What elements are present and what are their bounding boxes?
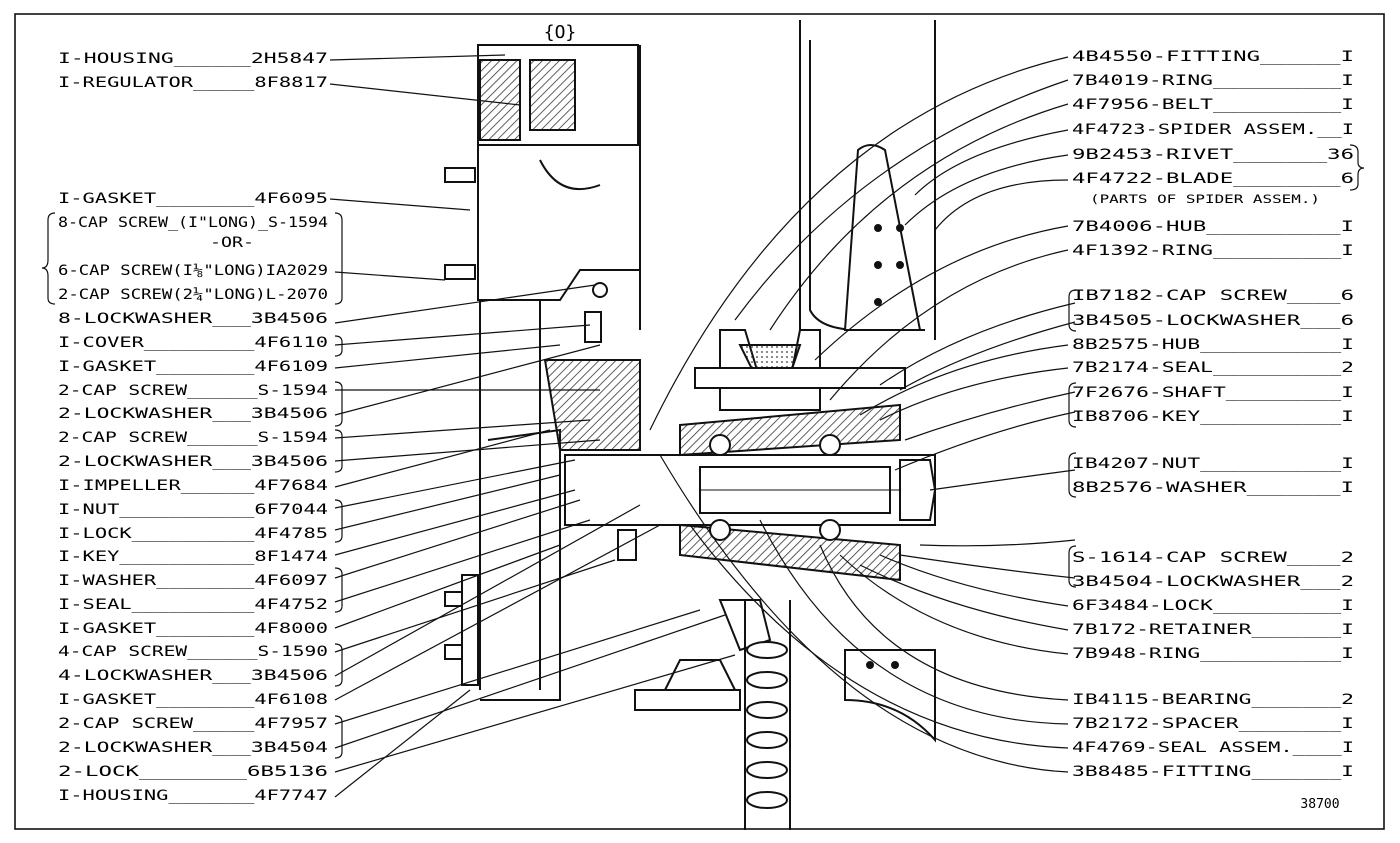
figure-border bbox=[14, 13, 1385, 830]
left-leader-lines bbox=[329, 54, 736, 798]
left-part-label: I-COVER_________4F6110 bbox=[58, 335, 328, 351]
right-part-label: IB8706-KEY___________I bbox=[1072, 409, 1354, 425]
right-part-label: 6F3484-LOCK__________I bbox=[1072, 598, 1354, 614]
left-part-label: I-IMPELLER______4F7684 bbox=[58, 478, 328, 494]
left-part-label: I-HOUSING_______4F7747 bbox=[58, 788, 328, 804]
right-part-label: 4F4723-SPIDER ASSEM.__I bbox=[1072, 122, 1354, 138]
left-part-label: 2-CAP SCREW______S-1594 bbox=[58, 430, 328, 446]
right-leader-lines bbox=[649, 56, 1076, 773]
top-symbol: {O} bbox=[544, 22, 577, 43]
right-part-label: 4F4769-SEAL ASSEM.____I bbox=[1072, 740, 1354, 756]
left-part-label: I-WASHER________4F6097 bbox=[58, 573, 328, 589]
right-part-label: 7B948-RING___________I bbox=[1072, 646, 1354, 662]
right-part-label: S-1614-CAP SCREW____2 bbox=[1072, 550, 1354, 566]
right-parts-list: 4B4550-FITTING______I 7B4019-RING________… bbox=[1072, 49, 1354, 780]
left-part-label: 2-LOCK________6B5136 bbox=[58, 764, 328, 780]
right-part-label: 7B2172-SPACER________I bbox=[1072, 716, 1354, 732]
pump-assembly-drawing bbox=[444, 20, 937, 830]
left-part-label: I-GASKET________4F6108 bbox=[58, 692, 328, 708]
right-part-label: 4B4550-FITTING______I bbox=[1072, 49, 1354, 65]
right-part-label: 4F1392-RING__________I bbox=[1072, 243, 1354, 259]
left-part-label: I-GASKET________4F6095 bbox=[58, 191, 328, 207]
right-part-label: 8B2576-WASHER_______I bbox=[1072, 480, 1354, 496]
right-part-label: IB4115-BEARING_______2 bbox=[1072, 692, 1354, 708]
left-part-label: I-SEAL__________4F4752 bbox=[58, 597, 328, 613]
right-part-label: 4F7956-BELT__________I bbox=[1072, 97, 1354, 113]
right-part-label: 7F2676-SHAFT_________I bbox=[1072, 385, 1354, 401]
left-part-label: 2-CAP SCREW______S-1594 bbox=[58, 383, 328, 399]
right-part-label: 7B172-RETAINER_______I bbox=[1072, 622, 1354, 638]
right-part-label: 9B2453-RIVET_______36 bbox=[1072, 147, 1354, 163]
left-part-label: 4-LOCKWASHER___3B4506 bbox=[58, 668, 328, 684]
left-part-label: I-GASKET________4F8000 bbox=[58, 621, 328, 637]
left-part-label: 8-CAP SCREW_(I"LONG)_S-1594 bbox=[58, 215, 328, 231]
right-part-label: 7B4006-HUB__________I bbox=[1072, 219, 1354, 235]
left-part-label: 4-CAP SCREW______S-1590 bbox=[58, 644, 328, 660]
figure-number: 38700 bbox=[1300, 797, 1339, 812]
left-part-label: 2-CAP SCREW_____4F7957 bbox=[58, 716, 328, 732]
right-part-label: 7B4019-RING__________I bbox=[1072, 73, 1354, 89]
right-part-label: 7B2174-SEAL__________2 bbox=[1072, 360, 1354, 376]
left-part-label: 8-LOCKWASHER___3B4506 bbox=[58, 311, 328, 327]
left-part-label: I-NUT___________6F7044 bbox=[58, 502, 328, 518]
left-part-label: I-REGULATOR_____8F8817 bbox=[58, 75, 328, 91]
left-part-label: 6-CAP SCREW(I⅛"LONG)IA2029 bbox=[58, 263, 328, 279]
left-part-label: I-KEY___________8F1474 bbox=[58, 549, 328, 565]
right-part-label: 3B4505-LOCKWASHER___6 bbox=[1072, 313, 1354, 329]
left-braces bbox=[41, 212, 343, 759]
left-part-label: I-GASKET________4F6109 bbox=[58, 359, 328, 375]
right-braces bbox=[1068, 144, 1365, 588]
left-part-label: -OR- bbox=[210, 235, 254, 251]
right-part-label: 3B8485-FITTING_______I bbox=[1072, 764, 1354, 780]
left-parts-list: I-HOUSING______2H5847I-REGULATOR_____8F8… bbox=[58, 51, 328, 804]
left-part-label: 2-LOCKWASHER___3B4504 bbox=[58, 740, 328, 756]
left-part-label: I-LOCK__________4F4785 bbox=[58, 526, 328, 542]
spider-assembly-note: (PARTS OF SPIDER ASSEM.) bbox=[1090, 192, 1320, 206]
right-part-label: 3B4504-LOCKWASHER___2 bbox=[1072, 574, 1354, 590]
left-part-label: 2-CAP SCREW(2¼"LONG)L-2070 bbox=[58, 287, 328, 303]
right-part-label: IB4207-NUT___________I bbox=[1072, 456, 1354, 472]
left-part-label: 2-LOCKWASHER___3B4506 bbox=[58, 454, 328, 470]
right-part-label: 8B2575-HUB___________I bbox=[1072, 337, 1354, 353]
right-part-label: IB7182-CAP SCREW____6 bbox=[1072, 288, 1354, 304]
left-part-label: 2-LOCKWASHER___3B4506 bbox=[58, 406, 328, 422]
left-part-label: I-HOUSING______2H5847 bbox=[58, 51, 328, 67]
right-part-label: 4F4722-BLADE________6 bbox=[1072, 171, 1354, 187]
